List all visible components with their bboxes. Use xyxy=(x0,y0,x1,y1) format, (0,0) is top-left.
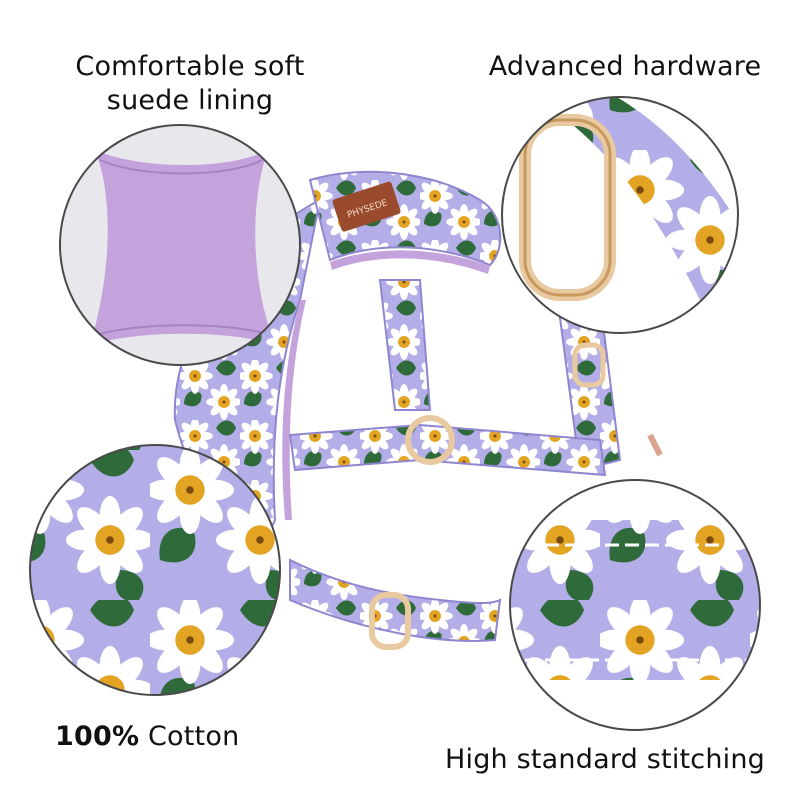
suede-caption-line1: Comfortable soft xyxy=(75,51,305,82)
stitching-zoom xyxy=(509,479,761,731)
brand-tag: PHYSEDE xyxy=(332,181,401,232)
stitching-caption: High standard stitching xyxy=(444,744,766,775)
hardware-zoom xyxy=(501,96,739,334)
cotton-caption: 100% Cotton xyxy=(55,720,295,754)
suede-lining-caption: Comfortable soft suede lining xyxy=(50,50,330,118)
suede-caption-line2: suede lining xyxy=(106,85,274,116)
cotton-percent: 100% xyxy=(55,721,140,752)
cotton-label: Cotton xyxy=(139,721,240,752)
cotton-fabric-zoom xyxy=(29,444,281,696)
hardware-caption: Advanced hardware xyxy=(488,51,762,82)
suede-lining-zoom xyxy=(59,124,301,366)
